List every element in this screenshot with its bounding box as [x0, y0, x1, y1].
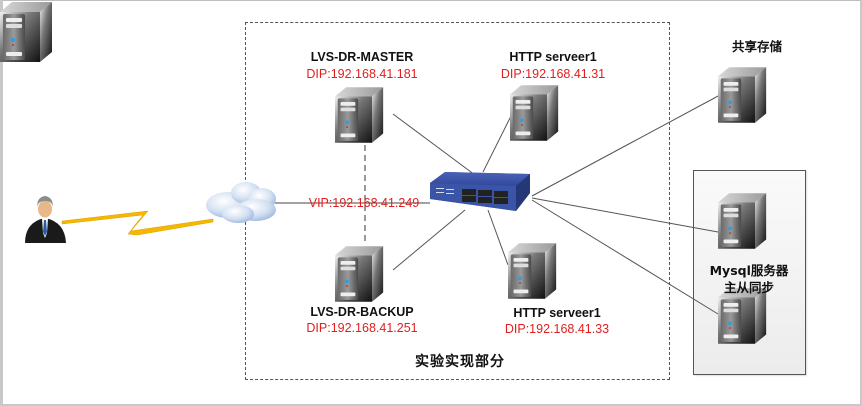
- server-icon: [510, 85, 559, 141]
- vip-label: VIP:192.168.41.249: [308, 196, 420, 210]
- storage-label: 共享存储: [731, 39, 783, 54]
- http2-ip: DIP:192.168.41.33: [504, 322, 610, 336]
- link-backup-switch: [392, 209, 466, 271]
- frame-right-border: [860, 0, 862, 406]
- server-icon: [718, 193, 767, 249]
- mysql-label-line2: 主从同步: [723, 280, 775, 295]
- cloud-icon: [206, 182, 276, 223]
- http1-ip: DIP:192.168.41.31: [500, 67, 606, 81]
- server-icon: [508, 243, 557, 299]
- link-storage-switch: [531, 94, 721, 197]
- link-master-switch: [392, 113, 476, 176]
- http2-name: HTTP serveer1: [513, 306, 601, 320]
- link-http1-switch: [482, 111, 514, 173]
- server-shape: [0, 2, 52, 62]
- frame-bottom-border: [0, 404, 862, 406]
- server-icon: [718, 67, 767, 123]
- switch-icon: [430, 172, 530, 211]
- link-http2-switch: [487, 209, 509, 266]
- lvs-backup-name: LVS-DR-BACKUP: [310, 305, 414, 319]
- frame-left-border: [0, 0, 3, 406]
- lvs-master-name: LVS-DR-MASTER: [310, 50, 414, 64]
- link-mysql2-switch: [531, 199, 719, 315]
- server-icon: [335, 246, 384, 302]
- frame-top-border: [0, 0, 862, 1]
- lvs-backup-ip: DIP:192.168.41.251: [306, 321, 418, 335]
- lightning-link: [61, 210, 214, 236]
- lab-region-label: 实验实现部分: [415, 354, 505, 370]
- user-icon: [25, 196, 66, 243]
- link-mysql1-switch: [531, 197, 719, 233]
- server-icon: [335, 87, 384, 143]
- http1-name: HTTP serveer1: [509, 50, 597, 64]
- mysql-label-line1: Mysql服务器: [709, 263, 789, 278]
- lvs-master-ip: DIP:192.168.41.181: [306, 67, 418, 81]
